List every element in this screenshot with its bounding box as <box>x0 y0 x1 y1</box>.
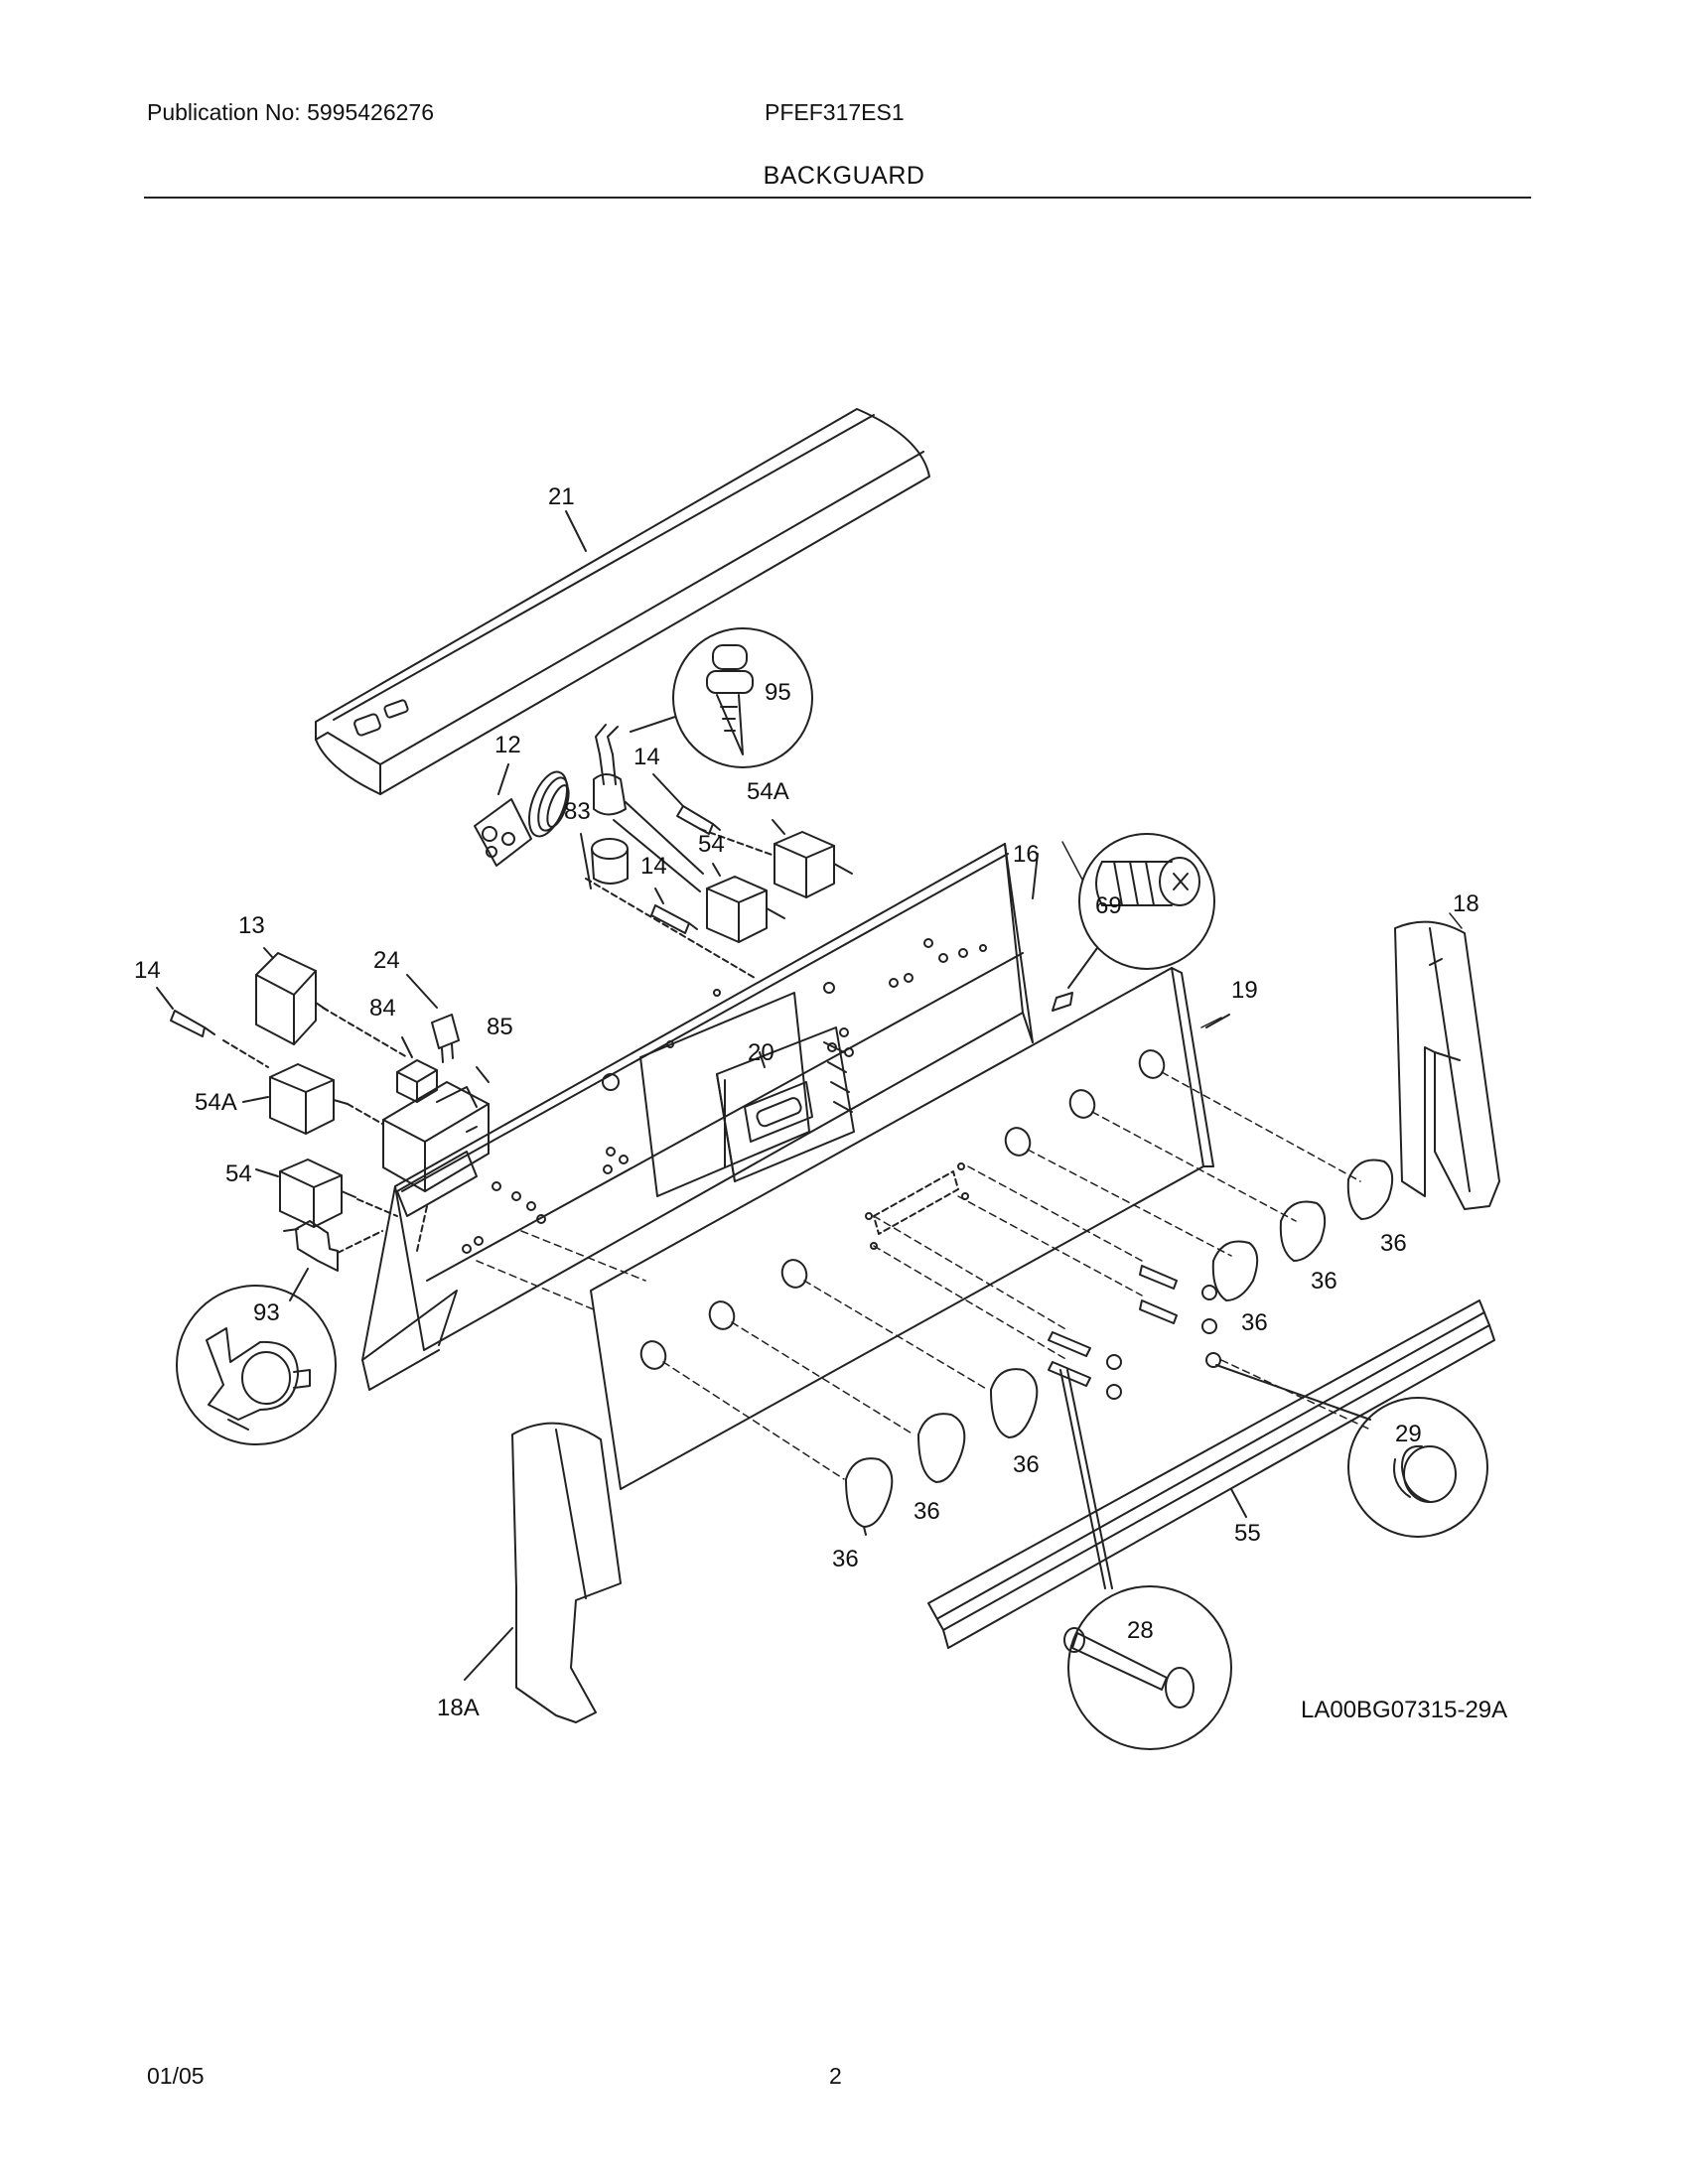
drawing-code: LA00BG07315-29A <box>1301 1697 1507 1723</box>
panel-screws <box>1048 1265 1221 1400</box>
page-number: 2 <box>829 2063 842 2089</box>
publication-number: Publication No: 5995426276 <box>147 99 435 125</box>
label-36-4: 36 <box>1241 1309 1268 1336</box>
part-labels: 21 95 12 14 54A 83 54 14 16 69 18 13 24 … <box>134 483 1507 1723</box>
part-14-left <box>156 987 269 1068</box>
part-36-knob-5 <box>1279 1200 1327 1262</box>
part-19-panel <box>590 967 1230 1490</box>
model-number: PFEF317ES1 <box>765 99 905 125</box>
part-29-callout <box>1215 1364 1488 1538</box>
part-36-knob-2 <box>917 1413 966 1483</box>
part-69-callout <box>1052 833 1215 1012</box>
label-36-5: 36 <box>1311 1268 1337 1295</box>
part-54A-left-switch <box>242 1063 383 1135</box>
label-13: 13 <box>238 912 265 939</box>
label-54A-left: 54A <box>195 1089 237 1116</box>
label-84: 84 <box>369 995 396 1022</box>
part-54-left-switch <box>255 1159 398 1228</box>
label-18A: 18A <box>437 1695 480 1721</box>
part-16-housing <box>361 843 1039 1391</box>
label-14-left: 14 <box>134 957 161 984</box>
label-54-upper: 54 <box>698 831 725 858</box>
label-16: 16 <box>1013 841 1040 868</box>
label-36-2: 36 <box>914 1498 940 1525</box>
label-12: 12 <box>494 732 521 758</box>
part-36-knob-1 <box>845 1457 894 1536</box>
part-18-end-cap <box>1394 920 1500 1210</box>
part-21-top-trim <box>315 408 930 795</box>
label-21: 21 <box>548 483 575 510</box>
label-93: 93 <box>253 1299 280 1326</box>
label-leaders <box>1061 841 1463 1028</box>
part-13-selector <box>255 947 408 1058</box>
part-18A-end-cap <box>464 1422 622 1723</box>
part-14-middle <box>585 878 756 979</box>
label-36-1: 36 <box>832 1546 859 1572</box>
part-28-callout <box>1059 1369 1232 1750</box>
label-28: 28 <box>1127 1617 1154 1644</box>
knob-leader-lines <box>476 1071 1371 1480</box>
part-12-thermostat <box>474 724 704 892</box>
label-54A-upper: 54A <box>747 778 789 805</box>
section-title: BACKGUARD <box>763 162 925 190</box>
part-55-trim-strip <box>927 1299 1495 1649</box>
publication-date: 01/05 <box>147 2063 205 2089</box>
label-36-3: 36 <box>1013 1451 1040 1478</box>
label-83: 83 <box>564 798 591 825</box>
label-54-left: 54 <box>225 1160 252 1187</box>
part-24-rocker <box>406 974 460 1063</box>
part-36-knob-6 <box>1346 1159 1394 1220</box>
label-36-6: 36 <box>1380 1230 1407 1257</box>
part-54-upper-switch <box>706 863 785 943</box>
part-85-relay <box>382 1066 490 1252</box>
part-36-knob-3 <box>990 1368 1039 1438</box>
label-14-middle: 14 <box>640 853 667 880</box>
part-95-callout <box>630 627 813 768</box>
part-54A-upper-switch <box>699 819 853 898</box>
label-24: 24 <box>373 947 400 974</box>
label-20: 20 <box>748 1039 774 1066</box>
label-29: 29 <box>1395 1421 1422 1447</box>
part-93-terminal <box>176 1220 383 1445</box>
part-14-upper <box>652 773 721 835</box>
label-18: 18 <box>1453 890 1479 917</box>
header-rule <box>144 197 1531 199</box>
part-20-clock <box>639 992 855 1197</box>
label-69: 69 <box>1095 892 1122 919</box>
label-14-upper: 14 <box>633 744 660 770</box>
label-95: 95 <box>765 679 791 706</box>
part-36-knob-4 <box>1211 1240 1259 1301</box>
part-84-socket <box>396 1036 438 1103</box>
label-85: 85 <box>487 1014 513 1040</box>
label-19: 19 <box>1231 977 1258 1004</box>
label-55: 55 <box>1234 1520 1261 1547</box>
